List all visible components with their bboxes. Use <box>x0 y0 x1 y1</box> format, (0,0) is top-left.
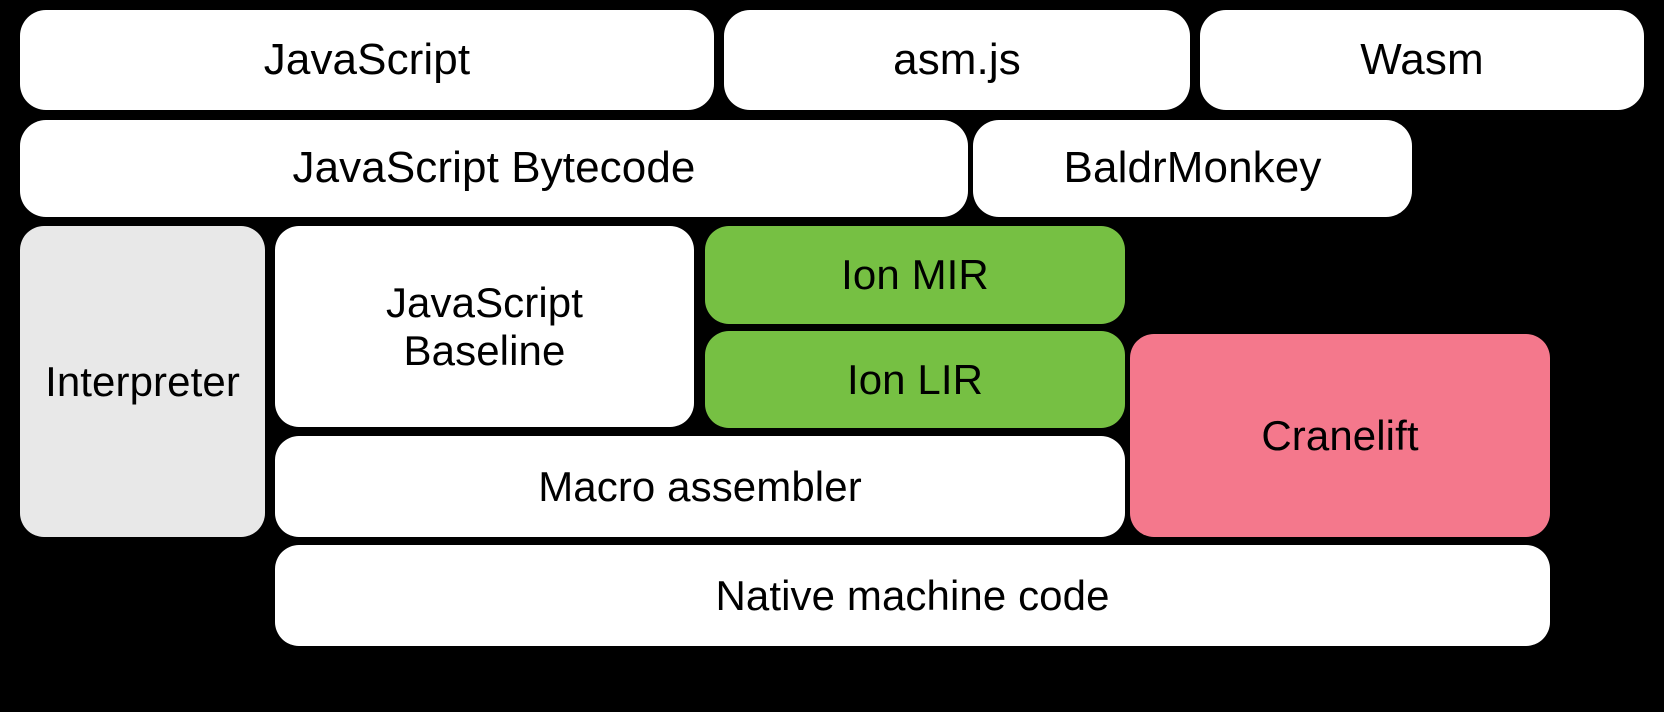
node-interpreter: Interpreter <box>20 226 265 537</box>
node-macro-assembler: Macro assembler <box>275 436 1125 537</box>
node-ion-mir: Ion MIR <box>705 226 1125 324</box>
node-native-machine-code: Native machine code <box>275 545 1550 646</box>
node-asmjs: asm.js <box>724 10 1190 110</box>
node-ion-lir: Ion LIR <box>705 331 1125 428</box>
node-javascript: JavaScript <box>20 10 714 110</box>
node-cranelift: Cranelift <box>1130 334 1550 537</box>
node-wasm: Wasm <box>1200 10 1644 110</box>
node-javascript-bytecode: JavaScript Bytecode <box>20 120 968 217</box>
node-javascript-baseline: JavaScript Baseline <box>275 226 694 427</box>
node-baldrmonkey: BaldrMonkey <box>973 120 1412 217</box>
